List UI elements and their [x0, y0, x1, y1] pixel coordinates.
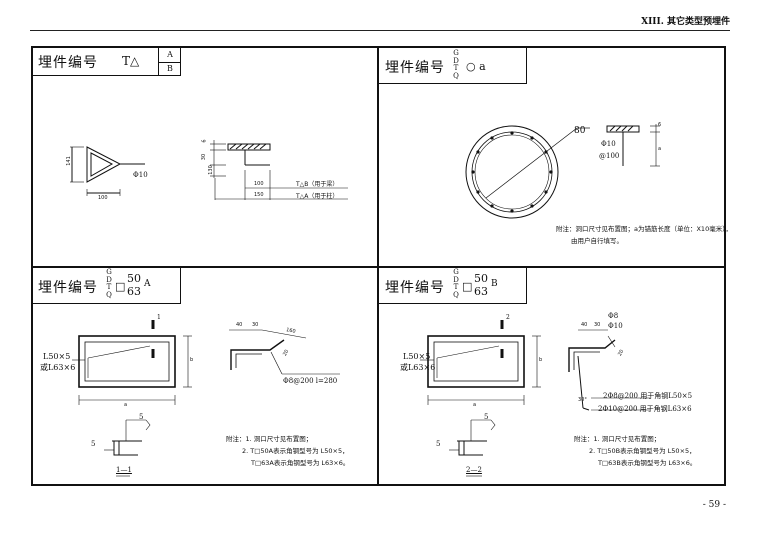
dim-a: a [124, 402, 128, 408]
num-bot: 63 [127, 285, 141, 298]
dim-6: 6 [658, 122, 662, 128]
suffix: B [491, 279, 498, 289]
sub-a: A [167, 50, 173, 59]
sub-b: B [167, 64, 173, 73]
num-bot: 63 [474, 285, 488, 298]
type-symbol: □ [462, 280, 473, 293]
weld-5-top: 5 [484, 413, 489, 421]
section-mark: 1 [157, 314, 161, 321]
suffix: A [144, 279, 151, 289]
dim-30deg: 30° [578, 397, 587, 403]
num-top: 50 [474, 272, 488, 285]
horizontal-divider [31, 266, 726, 268]
section-label: 1—1 [116, 466, 132, 474]
rebar-label: Φ8@200 l=280 [283, 377, 338, 385]
weld-5-left: 5 [436, 440, 441, 448]
rod-label: Φ10 [601, 140, 616, 148]
rebar-label-1: 2Φ8@200 用于角钢L50×5 [603, 392, 693, 400]
angle-2: 或L63×6 [400, 363, 436, 372]
dim-40: 40 [236, 322, 243, 328]
dim-100-left: 100 [98, 195, 108, 201]
dim-40: 40 [581, 322, 588, 328]
legend-a: T△A（用于柱） [296, 193, 339, 200]
page-number: - 59 - [702, 500, 726, 510]
title-box [33, 268, 181, 304]
dim-30: 30 [594, 322, 601, 328]
rebar-label-2: 2Φ10@200 用于角钢L63×6 [598, 405, 692, 413]
dim-100: 100 [254, 181, 264, 187]
note-2: 2. T□50B表示角钢型号为 L50×5， [589, 447, 696, 455]
dim-b: b [190, 357, 194, 363]
note-2: 2. T□50A表示角钢型号为 L50×5， [242, 447, 349, 455]
dim-30: 30 [252, 322, 259, 328]
note-line-1: 附注：洞口尺寸见布置图；a为锚筋长度（单位：X10毫米）， [556, 225, 732, 233]
num-top: 50 [127, 272, 141, 285]
dim-a: a [658, 146, 662, 152]
title-box [379, 268, 527, 304]
angle-2: 或L63×6 [40, 363, 76, 372]
note-3: T□63B表示角钢型号为 L63×6。 [598, 459, 697, 467]
panel-label: 埋件编号 [385, 280, 445, 296]
panel-label: 埋件编号 [38, 55, 98, 71]
angle-1: L50×5 [403, 352, 431, 361]
legend-b: T△B（用于梁） [296, 181, 339, 188]
dim-b: b [539, 357, 543, 363]
type-symbol: ○ a [466, 60, 486, 73]
dim-80: 80 [574, 126, 586, 136]
note-1: 附注：1. 洞口尺寸见布置图； [226, 435, 313, 443]
rod-10: Φ10 [608, 322, 623, 330]
weld-5-left: 5 [91, 440, 96, 448]
section-mark: 2 [506, 314, 510, 321]
weld-5-top: 5 [139, 413, 144, 421]
panel-label: 埋件编号 [38, 280, 98, 296]
note-line-2: 由用户自行填写。 [571, 237, 623, 245]
dim-150: 150 [254, 192, 264, 198]
header-rule [30, 30, 730, 31]
page-header-title: XIII. 其它类型预埋件 [641, 17, 730, 27]
panel-label: 埋件编号 [385, 60, 445, 76]
type-symbol: T△ [122, 54, 140, 68]
note-3: T□63A表示角钢型号为 L63×6。 [251, 459, 350, 467]
dim-a: a [473, 402, 477, 408]
note-1: 附注：1. 洞口尺寸见布置图； [574, 435, 661, 443]
angle-1: L50×5 [43, 352, 71, 361]
title-box [379, 48, 527, 84]
rod-spacing: @100 [599, 152, 620, 160]
type-symbol: □ [115, 280, 126, 293]
rod-label: Φ10 [133, 171, 148, 179]
rod-8: Φ8 [608, 312, 619, 320]
section-label: 2—2 [466, 466, 482, 474]
